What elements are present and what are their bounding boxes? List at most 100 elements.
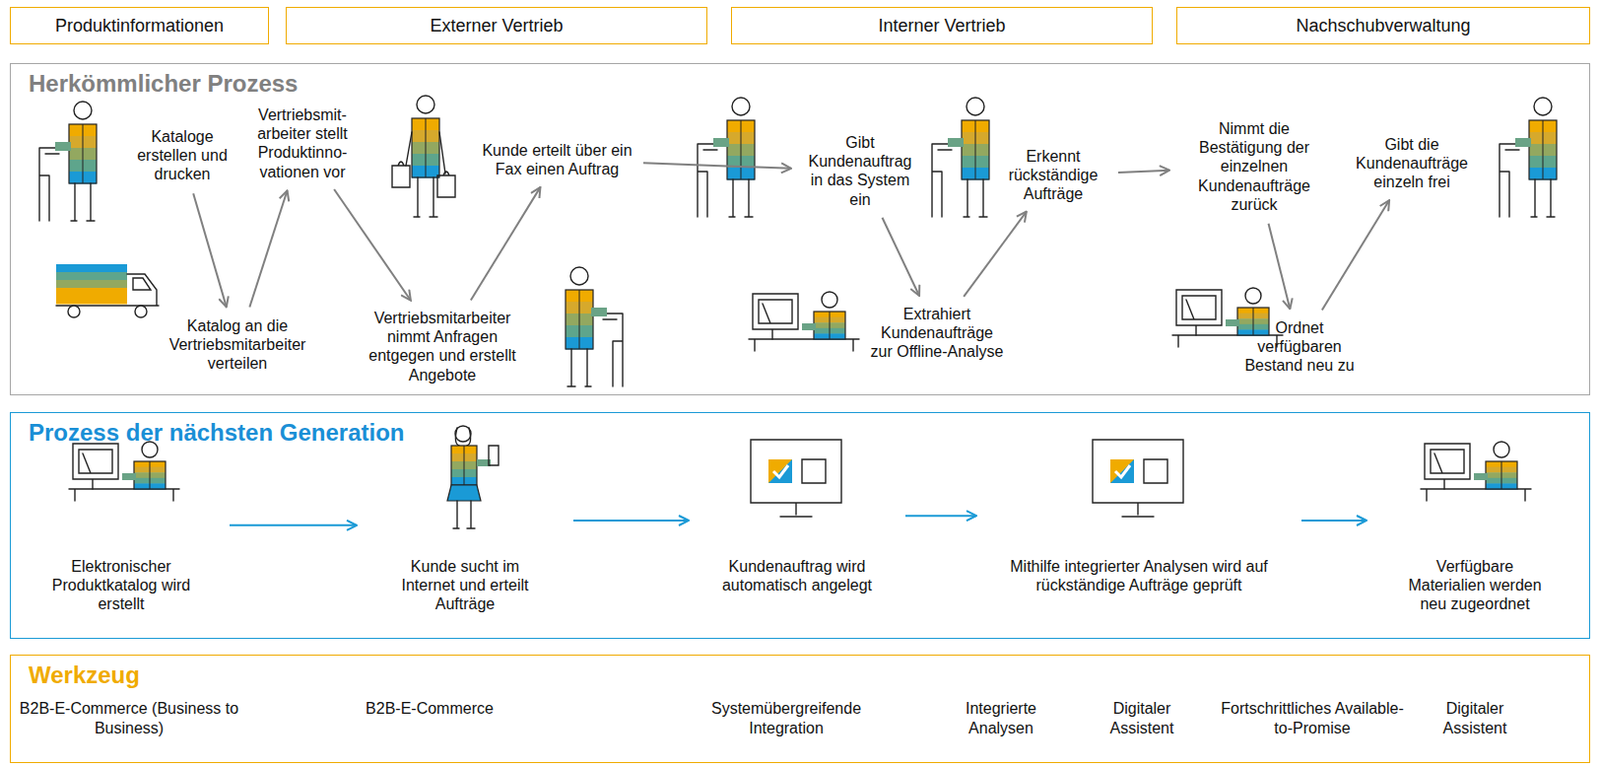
tool-label: B2B-E-Commerce (345, 698, 514, 719)
flow-arrow (963, 211, 1027, 297)
monitor (72, 443, 119, 489)
person-at-desk (39, 101, 97, 221)
flow-arrow (1322, 200, 1390, 310)
check-mark (773, 465, 789, 477)
step-text: Interner Vertrieb (877, 15, 1005, 37)
torso-outline (411, 118, 440, 178)
torso-line (464, 445, 466, 485)
head (732, 97, 750, 116)
legs (1531, 179, 1555, 217)
person-at-computer (748, 291, 860, 351)
process-step: Katalog an die Vertriebsmitarbeiter vert… (148, 316, 327, 374)
step-text: Vertriebsmitarbeiter nimmt Anfragen entg… (359, 308, 526, 385)
person-at-computer (1420, 441, 1532, 501)
desk (1420, 488, 1532, 501)
wheel (134, 305, 147, 318)
head (966, 97, 985, 116)
torso-line (579, 289, 581, 349)
step-text: Kunde sucht im Internet und erteilt Auft… (386, 556, 544, 614)
torso-line (82, 124, 84, 184)
head (1245, 287, 1262, 304)
legs (567, 348, 592, 387)
torso-line (149, 461, 151, 489)
step-text: Vertriebsmit-arbeiter stellt Produktinno… (247, 105, 358, 182)
arm (947, 137, 964, 147)
header-box: Nachschubverwaltung (1176, 6, 1591, 45)
flow-arrow (1118, 170, 1170, 173)
process-step: Vertriebsmitarbeiter nimmt Anfragen entg… (359, 308, 526, 385)
torso-outline (565, 289, 594, 349)
flow-arrow (881, 217, 920, 296)
torso-line (829, 311, 831, 339)
process-step: Mithilfe integrierter Analysen wird auf … (1005, 436, 1272, 595)
desk (932, 143, 952, 217)
step-text: Produktinformationen (55, 15, 224, 37)
person-at-desk (697, 97, 755, 217)
person-with-phone (447, 425, 499, 529)
check-box (768, 459, 793, 483)
arm (55, 141, 71, 151)
step-text: Mithilfe integrierter Analysen wird auf … (1005, 556, 1272, 595)
torso-outline (1529, 120, 1557, 180)
process-step: Vertriebsmit-arbeiter stellt Produktinno… (247, 105, 358, 182)
cab (56, 273, 159, 306)
monitor (1092, 439, 1184, 517)
flow-arrow (249, 190, 287, 307)
process-step: Kunde sucht im Internet und erteilt Auft… (386, 436, 544, 614)
flow-arrow (1301, 519, 1367, 522)
desk (39, 147, 60, 221)
step-text: Kunde erteilt über ein Fax einen Auftrag (480, 140, 634, 179)
cargo-stripe (56, 271, 128, 281)
arm (1473, 472, 1488, 480)
bag (392, 161, 410, 188)
desk (1499, 143, 1520, 217)
head (416, 95, 435, 114)
flow-arrow (905, 514, 977, 517)
head (1493, 441, 1510, 458)
step-text: Elektronischer Produktkatalog wird erste… (42, 556, 200, 614)
person-with-bags (392, 95, 456, 217)
check-mark (1115, 465, 1131, 477)
torso-line (1253, 307, 1255, 335)
torso-outline (133, 461, 166, 489)
flow-arrow (1268, 223, 1291, 310)
process-step: Kunde erteilt über ein Fax einen Auftrag (480, 140, 634, 179)
check-box (1110, 459, 1134, 483)
step-text: Katalog an die Vertriebsmitarbeiter vert… (148, 316, 327, 374)
monitor (1424, 443, 1470, 489)
legs (453, 500, 475, 529)
desk (68, 488, 180, 501)
skirt (447, 484, 481, 501)
person-at-desk (932, 97, 990, 217)
torso-outline (1485, 461, 1518, 489)
header-box: Interner Vertrieb (731, 6, 1153, 45)
arm (591, 307, 607, 317)
step-text: Verfügbare Materialien werden neu zugeor… (1396, 556, 1554, 614)
tool-label: Fortschrittliches Available-to-Promise (1213, 698, 1411, 738)
torso-outline (727, 120, 755, 180)
monitor (750, 439, 842, 517)
header-box: Produktinformationen (9, 6, 269, 45)
cargo-stripe (56, 279, 128, 289)
monitor (752, 293, 799, 339)
flow-arrow (229, 524, 357, 527)
monitor-icon (1092, 439, 1184, 517)
torso-outline (451, 445, 477, 485)
arm (801, 323, 816, 331)
process-panel: WerkzeugB2B-E-Commerce (Business to Busi… (9, 654, 1591, 763)
step-text: Kundenauftrag wird automatisch angelegt (718, 556, 876, 595)
check-box-top (768, 459, 793, 483)
person-at-desk (565, 266, 623, 387)
panel-heading: Prozess der nächsten Generation (28, 418, 404, 447)
head (73, 101, 92, 120)
person-at-computer (1172, 287, 1283, 347)
process-step: Gibt die Kundenaufträge einzeln frei (1352, 134, 1471, 193)
torso-line (975, 120, 977, 180)
step-text: Gibt die Kundenaufträge einzeln frei (1352, 134, 1471, 193)
tool-label: Digitaler Assistent (1420, 698, 1530, 738)
tool-label: Systemübergreifende Integration (700, 698, 873, 738)
panel-heading: Werkzeug (28, 661, 140, 689)
torso-line (1501, 461, 1503, 489)
